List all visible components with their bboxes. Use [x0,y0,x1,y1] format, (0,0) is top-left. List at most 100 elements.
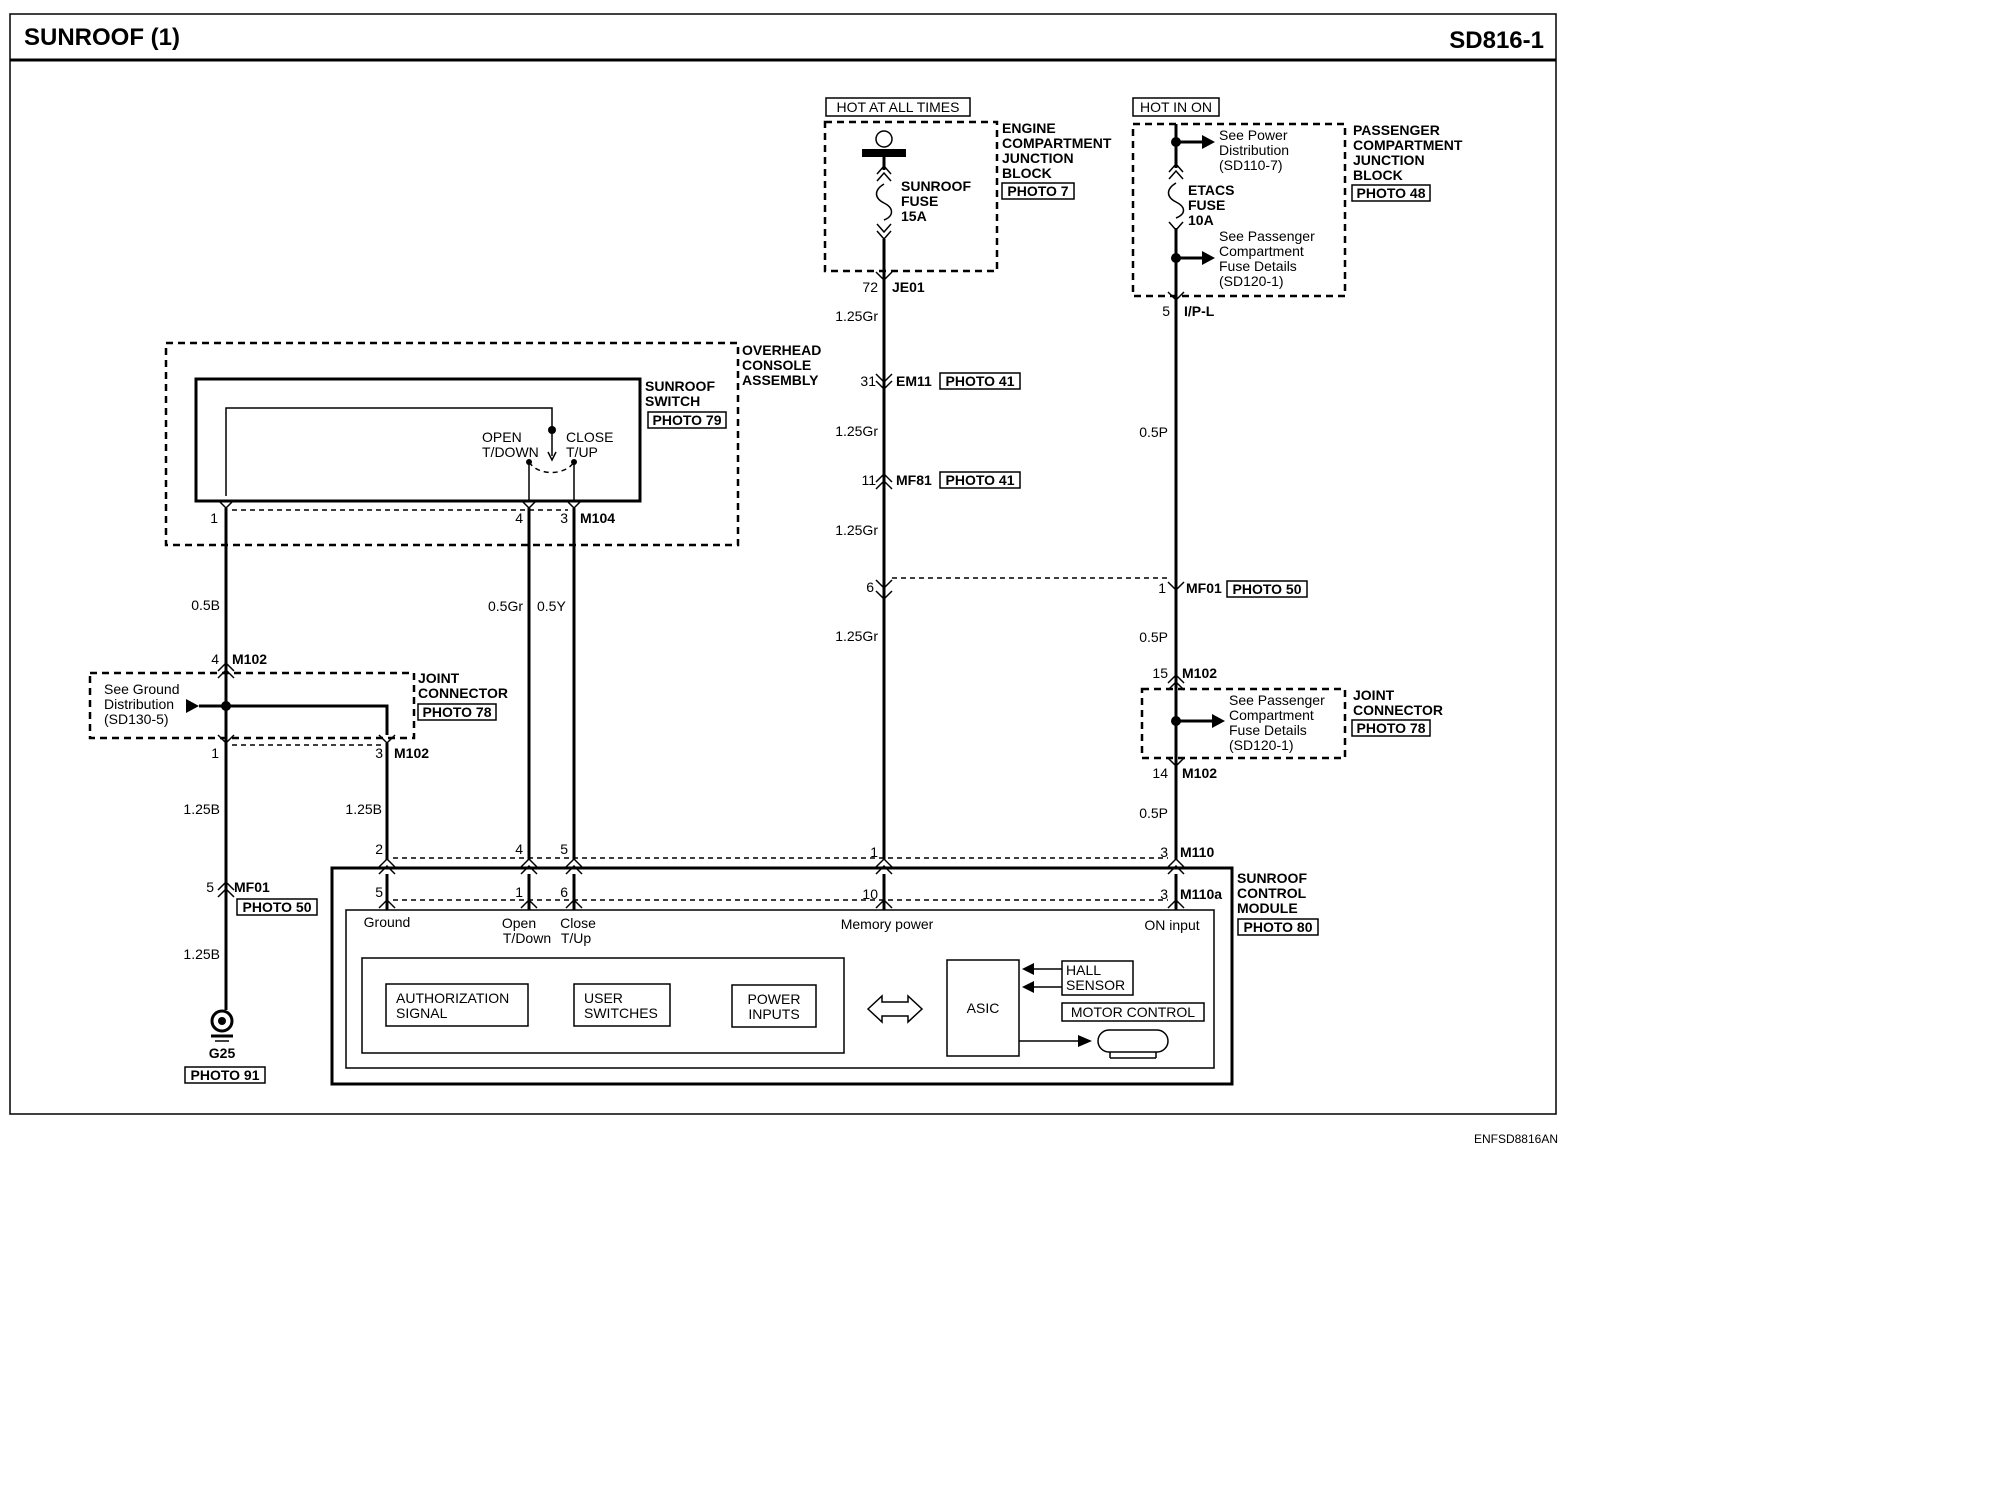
hot-at-all-times-label: HOT AT ALL TIMES [837,99,960,115]
module-outer-box [330,866,1234,1086]
jl-photo-78-label: PHOTO 78 [423,704,492,720]
see-power-1: See Power [1219,127,1288,143]
wiring-diagram: SUNROOF (1) SD816-1 ENFSD8816AN HOT AT A… [9,13,1558,1146]
see-power-3: (SD110-7) [1219,157,1283,173]
jl-label-1: JOINT [418,670,460,686]
photo-41b-tag [939,471,1021,489]
wire-label-6: 0.5P [1139,629,1168,645]
wire-label-1: 1.25Gr [835,308,878,324]
photo-50-label: PHOTO 50 [1233,581,1302,597]
module-label-2: CONTROL [1237,885,1307,901]
m110-label: M110 [1180,844,1214,860]
see-passenger-2: Compartment [1219,243,1304,259]
engine-compartment-junction-block: HOT AT ALL TIMES SUNROOF FUSE 15A ENGINE… [823,97,1112,273]
see-power-2: Distribution [1219,142,1289,158]
joint-connector-right-boundary [1140,687,1347,760]
ground-name: G25 [209,1045,236,1061]
arrow-right-icon [1202,251,1215,265]
on-input-circuit: 5 I/P-L 0.5P 1 MF01 PHOTO 50 0.5P 15 M10… [1139,290,1443,860]
open-pin-label-2: T/Down [503,930,551,946]
pin-14: 14 [1152,765,1168,781]
pin-5-m110a: 5 [375,884,383,900]
close-pin-label-2: T/Up [561,930,592,946]
mf81-label: MF81 [896,472,932,488]
overhead-label-1: OVERHEAD [742,342,821,358]
on-input-pin-label: ON input [1144,917,1199,933]
photo-48-label: PHOTO 48 [1357,185,1426,201]
m102-label-l2: M102 [394,745,429,761]
see-passenger-4: (SD120-1) [1219,273,1284,289]
wire-label-5: 0.5P [1139,424,1168,440]
see-passenger-3: Fuse Details [1219,258,1297,274]
jr-label-1: JOINT [1353,687,1395,703]
sunroof-fuse-icon [875,183,893,221]
user-switches-block [573,983,671,1027]
photo-79-label: PHOTO 79 [653,412,722,428]
asic-label: ASIC [967,1000,1000,1016]
ecjb-label-3: JUNCTION [1002,150,1074,166]
m102-label-l1: M102 [232,651,267,667]
photo-41b-label: PHOTO 41 [946,472,1015,488]
ecjb-label-1: ENGINE [1002,120,1056,136]
pin-1-m110: 1 [870,844,878,860]
pin-6: 6 [866,579,874,595]
mf01-left-label: MF01 [234,879,270,895]
see-ground-3: (SD130-5) [104,711,169,727]
sunroof-switch-box [194,377,642,503]
power-inputs-1: POWER [748,991,801,1007]
sunroof-fuse-label-1: SUNROOF [901,178,971,194]
m110a-label: M110a [1180,886,1222,902]
etacs-fuse-1: ETACS [1188,182,1234,198]
photo-80-tag [1237,918,1319,936]
wire-label-9: 0.5Y [537,598,566,614]
open-pin-label-1: Open [502,915,536,931]
photo-79-tag [647,411,727,429]
je01-label: JE01 [892,279,925,295]
sunroof-fuse-label-2: FUSE [901,193,938,209]
close-label-1: CLOSE [566,429,613,445]
page-title: SUNROOF (1) [24,24,180,51]
jr-photo-78-label: PHOTO 78 [1357,720,1426,736]
photo-7-label: PHOTO 7 [1007,183,1068,199]
pin-72: 72 [862,279,878,295]
pin-10-m110a: 10 [862,886,878,902]
page-frame [9,13,1557,1115]
pin-3-m110a: 3 [1160,886,1168,902]
jr-see-1: See Passenger [1229,692,1325,708]
hot-in-on-label: HOT IN ON [1140,99,1212,115]
see-passenger-1: See Passenger [1219,228,1315,244]
mf01-label: MF01 [1186,580,1222,596]
pin-1-m102: 1 [211,745,219,761]
pin-1-m110a: 1 [515,884,523,900]
passenger-compartment-junction-block: HOT IN ON See Power Distribution (SD110-… [1131,97,1463,298]
memory-pin-label: Memory power [841,916,934,932]
photo-48-tag [1351,184,1431,202]
pin-4-m102: 4 [211,651,219,667]
photo-7-tag [1001,182,1075,200]
pcjb-label-1: PASSENGER [1353,122,1440,138]
em11-label: EM11 [896,373,932,389]
jl-photo-78-tag [417,703,497,721]
m102-label-r1: M102 [1182,665,1217,681]
open-label-1: OPEN [482,429,522,445]
joint-connector-left-boundary [88,671,416,740]
pin-5-ipl: 5 [1162,303,1170,319]
hall-sensor-block [1061,960,1134,996]
ground-icon [210,1009,234,1033]
drawing-id: ENFSD8816AN [1474,1132,1558,1146]
user-switches-2: SWITCHES [584,1005,658,1021]
pin-11: 11 [861,472,876,488]
etacs-fuse-3: 10A [1188,212,1214,228]
terminal-icon [875,130,893,148]
overhead-console-assembly: OVERHEAD CONSOLE ASSEMBLY SUNROOF SWITCH… [164,341,821,547]
switch-label-1: SUNROOF [645,378,715,394]
overhead-console-boundary [164,341,740,547]
hall-label-2: SENSOR [1066,977,1125,993]
overhead-label-3: ASSEMBLY [742,372,819,388]
pin-4-m104: 4 [515,510,523,526]
sunroof-control-module: SUNROOF CONTROL MODULE PHOTO 80 Ground O… [330,866,1319,1086]
motor-control-block [1061,1002,1205,1022]
logic-block [361,957,845,1054]
jr-photo-78-tag [1351,719,1431,737]
module-label-3: MODULE [1237,900,1298,916]
